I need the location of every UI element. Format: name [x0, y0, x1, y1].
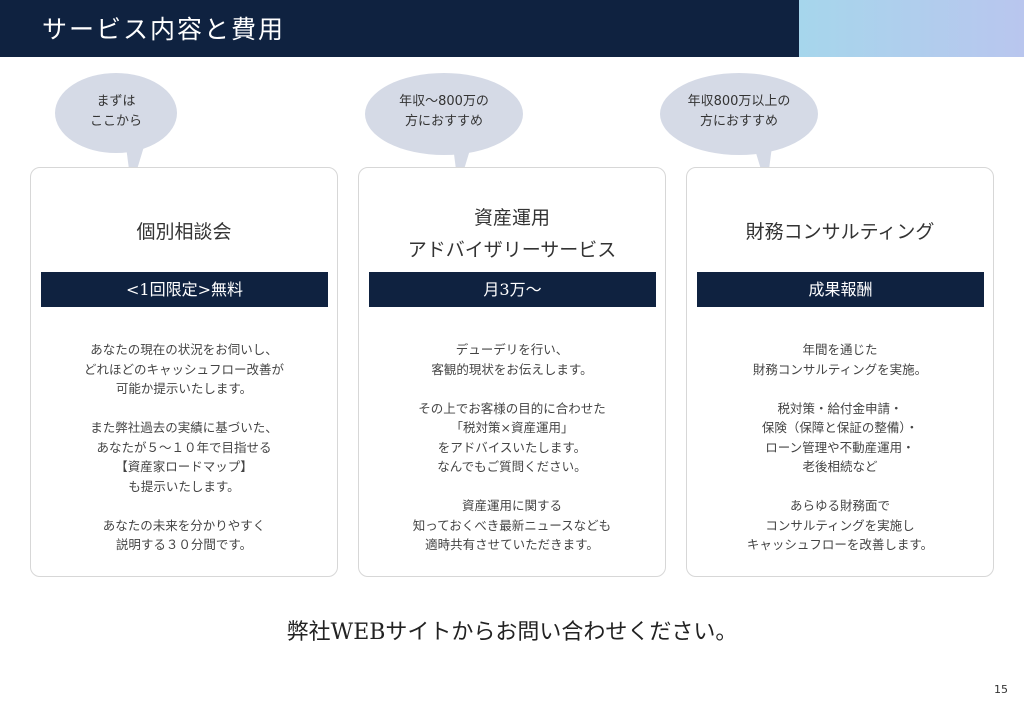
body-line: 資産運用に関する [461, 498, 562, 513]
body-line: その上でお客様の目的に合わせた [418, 400, 606, 416]
header-accent-gradient [799, 0, 1024, 57]
card-title-line: 資産運用 [473, 207, 550, 229]
body-line: 老後相続など [802, 459, 878, 474]
body-line: あなたが５〜１０年で目指せる [96, 439, 272, 455]
body-line: また弊社過去の実績に基づいた、 [90, 420, 278, 435]
body-line: なんでもご質問ください。 [437, 459, 587, 474]
body-line: 【資産家ロードマップ】 [115, 459, 253, 474]
service-card-consultation: 個別相談会 <1回限定>無料 あなたの現在の状況をお伺いし、 どれほどのキャッシ… [30, 167, 338, 577]
bubble-line: 年収800万以上の [687, 94, 791, 109]
card-title-line: 個別相談会 [136, 221, 232, 243]
body-line: ローン管理や不動産運用・ [765, 439, 915, 455]
body-line: あらゆる財務面で [789, 498, 890, 513]
body-line [359, 477, 665, 497]
card-title-line: アドバイザリーサービス [407, 239, 617, 261]
body-line: をアドバイスいたします。 [437, 439, 587, 455]
page-number: 15 [994, 683, 1008, 696]
card-title: 資産運用 アドバイザリーサービス [359, 202, 665, 266]
card-title-line: 財務コンサルティング [745, 221, 935, 243]
service-card-advisory: 資産運用 アドバイザリーサービス 月3万〜 デューデリを行い、 客観的現状をお伝… [358, 167, 666, 577]
card-description: 年間を通じた 財務コンサルティングを実施。 税対策・給付金申請・ 保険（保障と保… [687, 340, 993, 555]
body-line: 財務コンサルティングを実施。 [752, 361, 928, 377]
bubble-line: まずは [96, 94, 136, 109]
page-title: サービス内容と費用 [42, 15, 286, 44]
recommend-bubble-1: まずは ここから [55, 73, 177, 153]
bubble-line: 方におすすめ [404, 114, 483, 129]
body-line [31, 399, 337, 419]
header-bar: サービス内容と費用 [0, 0, 1024, 57]
body-line: あなたの未来を分かりやすく [102, 517, 266, 533]
body-line [359, 379, 665, 399]
body-line: 客観的現状をお伝えします。 [431, 361, 593, 377]
body-line: あなたの現在の状況をお伺いし、 [90, 342, 278, 357]
price-bar: 月3万〜 [369, 272, 656, 307]
price-bar: 成果報酬 [697, 272, 984, 307]
card-title: 財務コンサルティング [687, 216, 993, 248]
service-card-financial-consulting: 財務コンサルティング 成果報酬 年間を通じた 財務コンサルティングを実施。 税対… [686, 167, 994, 577]
card-title: 個別相談会 [31, 216, 337, 248]
body-line: コンサルティングを実施し [765, 517, 915, 533]
recommend-bubble-3: 年収800万以上の 方におすすめ [660, 73, 818, 155]
recommend-bubble-2: 年収〜800万の 方におすすめ [365, 73, 523, 155]
body-line [687, 379, 993, 399]
contact-call-to-action: 弊社WEBサイトからお問い合わせください。 [286, 620, 738, 645]
card-description: デューデリを行い、 客観的現状をお伝えします。 その上でお客様の目的に合わせた … [359, 340, 665, 555]
body-line: デューデリを行い、 [455, 342, 569, 357]
body-line: 年間を通じた [802, 342, 878, 357]
body-line: 保険（保障と保証の整備）・ [761, 420, 919, 435]
body-line: 知っておくべき最新ニュースなども [412, 517, 612, 533]
body-line: も提示いたします。 [128, 478, 240, 494]
body-line: 税対策・給付金申請・ [777, 400, 903, 416]
body-line: キャッシュフローを改善します。 [746, 537, 934, 552]
body-line [31, 496, 337, 516]
body-line: 適時共有させていただきます。 [425, 537, 599, 552]
body-line: 説明する３０分間です。 [115, 537, 253, 552]
body-line [687, 477, 993, 497]
price-bar: <1回限定>無料 [41, 272, 328, 307]
body-line: 「税対策×資産運用」 [450, 420, 574, 435]
body-line: 可能か提示いたします。 [115, 381, 253, 396]
bubble-line: ここから [89, 114, 142, 129]
bubble-line: 方におすすめ [699, 114, 778, 129]
body-line: どれほどのキャッシュフロー改善が [83, 361, 284, 377]
card-description: あなたの現在の状況をお伺いし、 どれほどのキャッシュフロー改善が 可能か提示いた… [31, 340, 337, 555]
bubble-line: 年収〜800万の [399, 94, 489, 109]
